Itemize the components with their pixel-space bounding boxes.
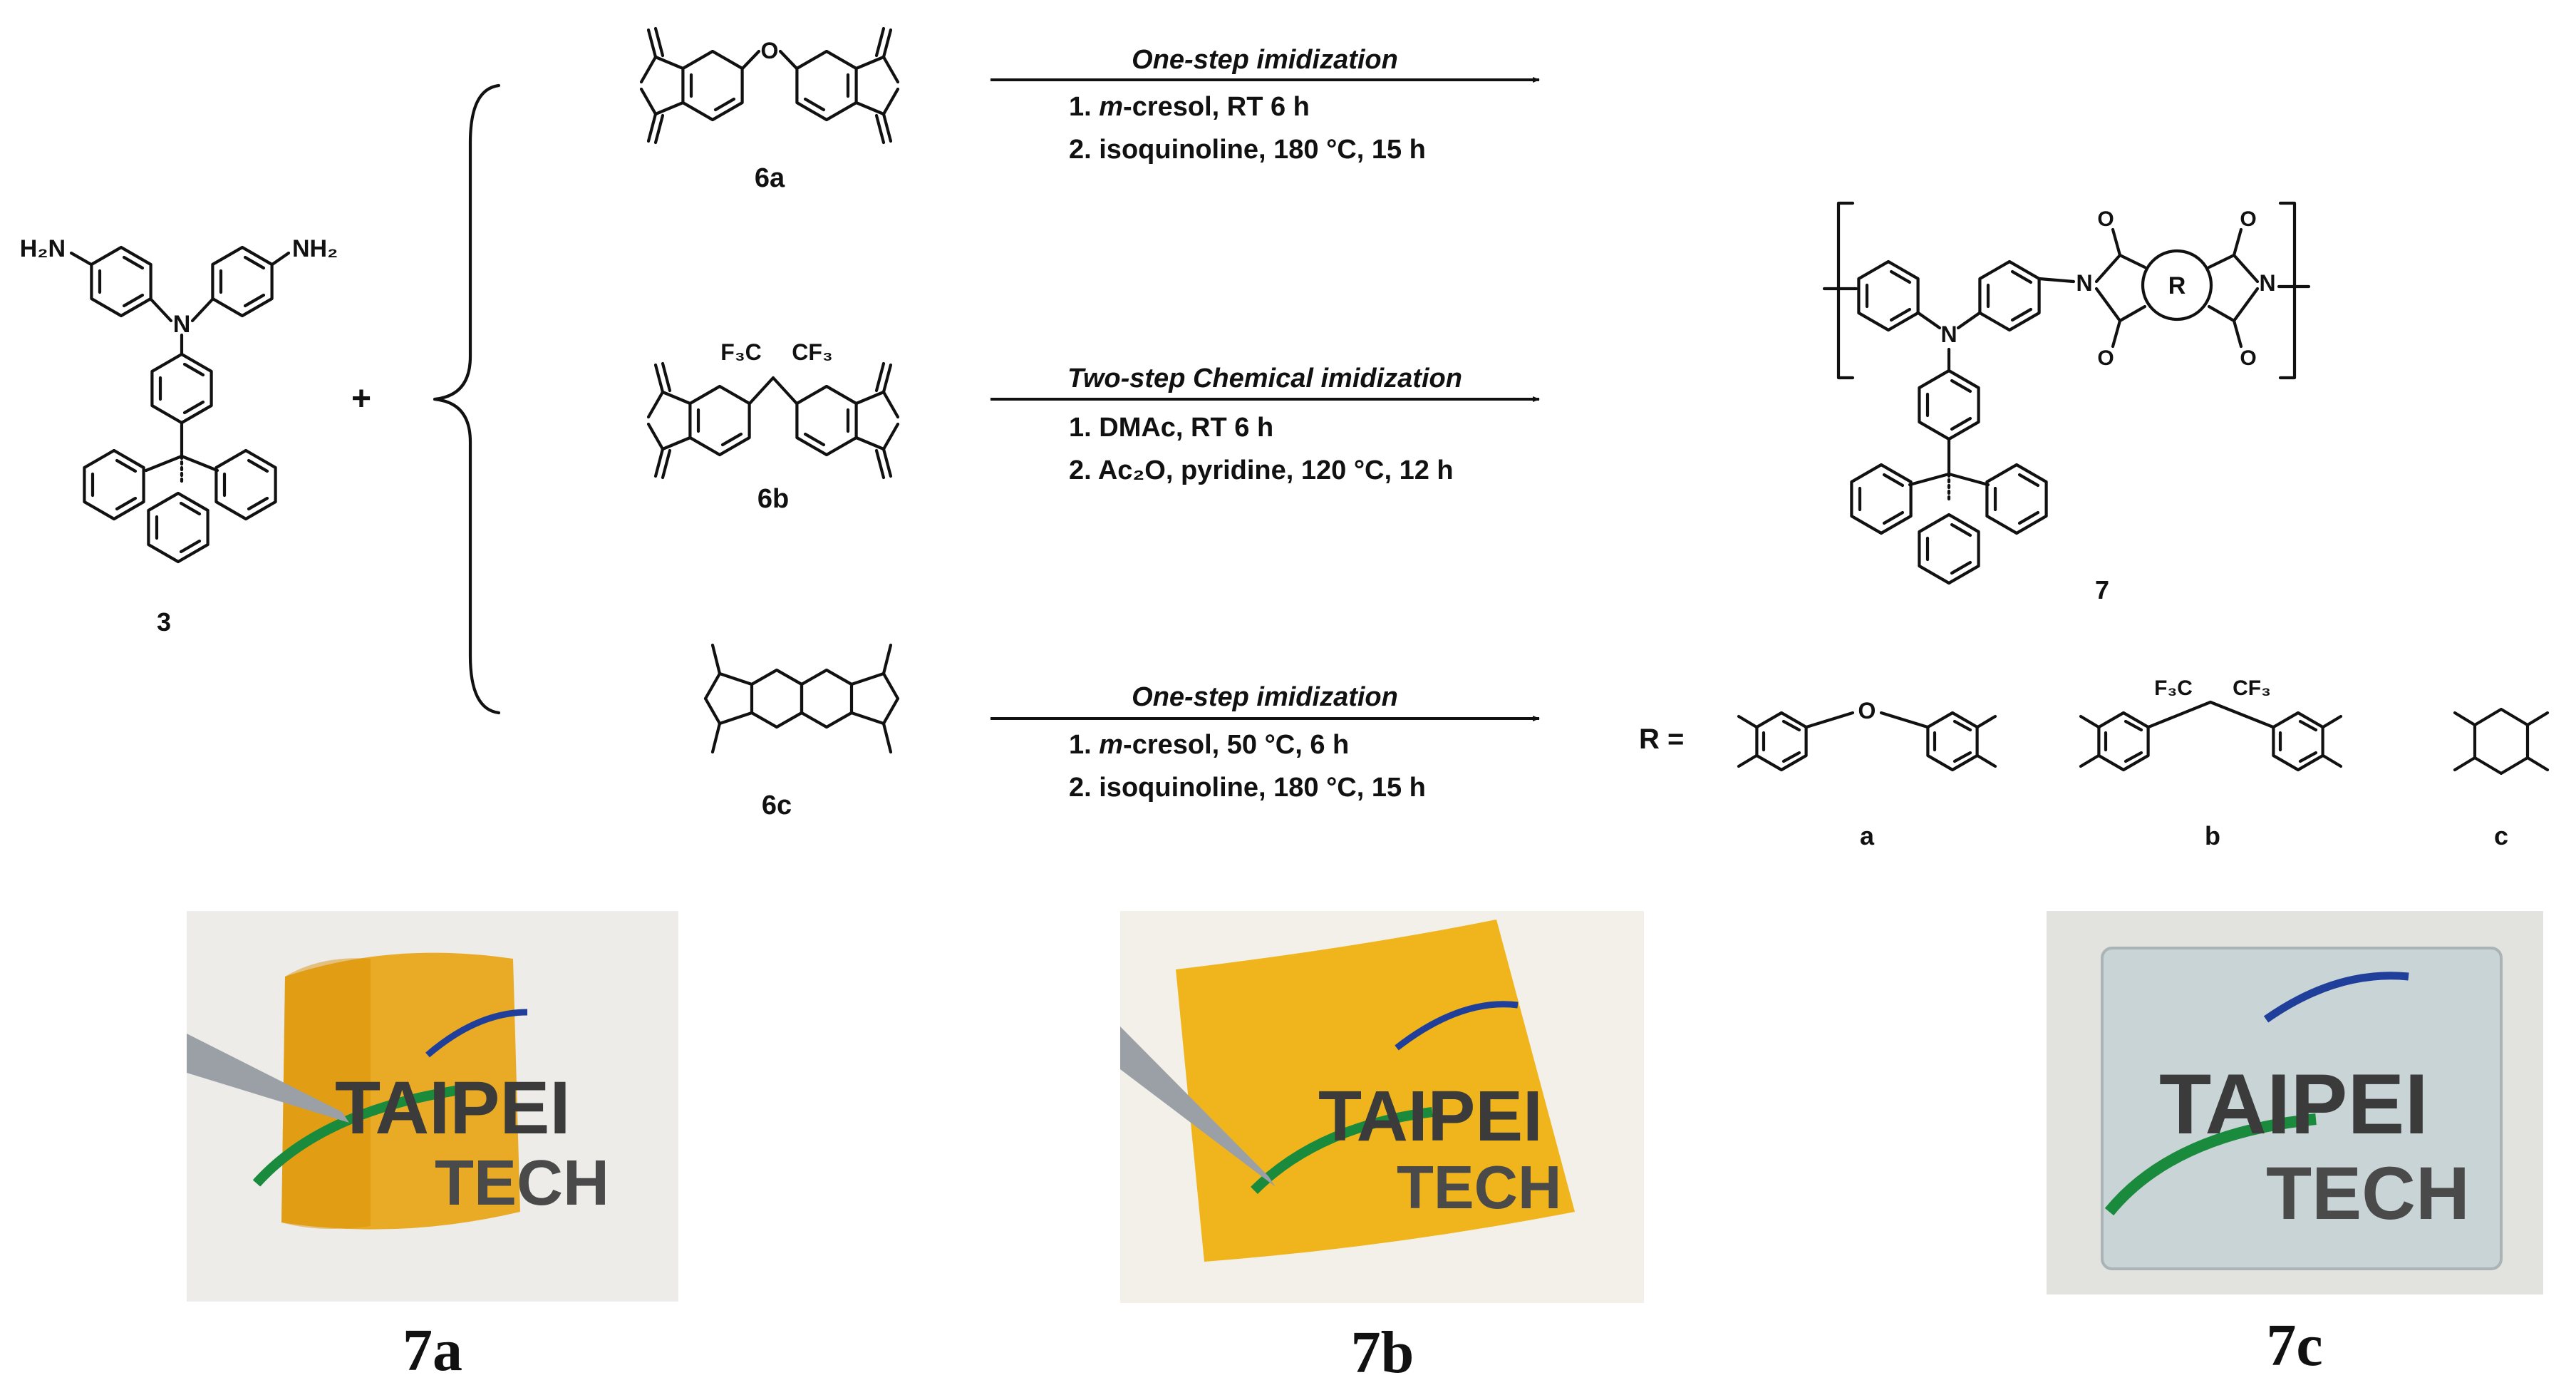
r-c-cyclohexane bbox=[2473, 707, 2530, 776]
r-label-b: b bbox=[2205, 821, 2220, 850]
dianhydride-6a: O 6a bbox=[641, 29, 898, 193]
tweezers-7a bbox=[187, 1034, 349, 1123]
dianhydride-6c: 6c bbox=[703, 643, 900, 820]
product-nitrogen: N bbox=[1940, 321, 1957, 347]
reaction-c: One-step imidization 1. m-cresol, 50 °C,… bbox=[990, 682, 1540, 803]
reaction-c-step1: 1. m-cresol, 50 °C, 6 h bbox=[1069, 730, 1349, 760]
logo-swoosh-green-7c bbox=[2104, 1113, 2317, 1216]
logo-text-tech-7a: TECH bbox=[435, 1148, 609, 1219]
r-label-c: c bbox=[2494, 821, 2508, 850]
reaction-c-title: One-step imidization bbox=[1132, 682, 1398, 712]
caption-7c: 7c bbox=[2266, 1312, 2322, 1379]
monomer-3: N H₂N NH₂ 3 bbox=[20, 235, 338, 637]
logo-swoosh-blue-7c bbox=[2263, 972, 2409, 1023]
monomer-label: 3 bbox=[157, 607, 171, 637]
logo-swoosh-blue-7b bbox=[1395, 1001, 1519, 1051]
trityl-phenyl-left bbox=[84, 451, 143, 519]
product-trityl-left bbox=[1851, 465, 1910, 533]
curly-brace bbox=[433, 83, 501, 715]
product-label: 7 bbox=[2095, 575, 2109, 604]
product-phenyl-left bbox=[1858, 262, 1918, 330]
cf3-left: F₃C bbox=[720, 339, 761, 365]
carbonyl-o-1: O bbox=[2097, 207, 2114, 231]
tweezers-7b bbox=[1120, 1026, 1276, 1187]
logo-swoosh-green-7a bbox=[252, 1086, 457, 1187]
r-group-label: R bbox=[2168, 272, 2186, 299]
r-b-ring-right bbox=[2273, 713, 2322, 770]
photo-7a: TAIPEI TECH bbox=[187, 911, 678, 1302]
film-7a bbox=[281, 952, 520, 1230]
reaction-b-step2: 2. Ac₂O, pyridine, 120 °C, 12 h bbox=[1069, 455, 1454, 485]
imide-nitrogen-left: N bbox=[2076, 270, 2092, 296]
amine-right: NH₂ bbox=[292, 235, 338, 262]
reaction-c-step2: 2. isoquinoline, 180 °C, 15 h bbox=[1069, 773, 1426, 803]
reaction-a: One-step imidization 1. m-cresol, RT 6 h… bbox=[990, 45, 1540, 165]
dianhydride-6b: F₃C CF₃ 6b bbox=[648, 339, 898, 514]
r-a-ring-left bbox=[1757, 713, 1806, 770]
r-a-ring-right bbox=[1928, 713, 1977, 770]
r-b-ring-left bbox=[2099, 713, 2148, 770]
photo-7c: TAIPEI TECH bbox=[2047, 911, 2543, 1294]
product-phenyl-right bbox=[1980, 262, 2039, 330]
polyimide-7: N N O O R O O N 7 bbox=[1822, 201, 2311, 604]
nitrogen-atom: N bbox=[173, 311, 191, 338]
label-6c: 6c bbox=[762, 791, 792, 820]
cf3-right: CF₃ bbox=[792, 339, 832, 365]
imide-nitrogen-right: N bbox=[2259, 270, 2275, 296]
product-phenyl-center bbox=[1919, 371, 1978, 439]
benzene-ring-left bbox=[91, 247, 150, 316]
caption-7a: 7a bbox=[403, 1317, 462, 1384]
photo-7b: TAIPEI TECH bbox=[1120, 911, 1644, 1303]
label-6b: 6b bbox=[757, 484, 789, 514]
r-group-circle bbox=[2141, 249, 2213, 321]
logo-text-taipei-7b: TAIPEI bbox=[1318, 1076, 1543, 1156]
r-b-cf3-right: CF₃ bbox=[2233, 676, 2271, 700]
reaction-a-step2: 2. isoquinoline, 180 °C, 15 h bbox=[1069, 135, 1426, 165]
logo-swoosh-green-7b bbox=[1251, 1107, 1433, 1194]
r-definition: R = O a F₃C CF₃ b c bbox=[1639, 676, 2550, 850]
reaction-b-title: Two-step Chemical imidization bbox=[1067, 364, 1462, 393]
logo-text-taipei-7a: TAIPEI bbox=[335, 1066, 571, 1150]
logo-swoosh-blue-7a bbox=[425, 1009, 528, 1058]
film-7c bbox=[2101, 947, 2503, 1270]
trityl-phenyl-bottom bbox=[148, 493, 207, 562]
reaction-a-title: One-step imidization bbox=[1132, 45, 1398, 75]
product-trityl-bottom bbox=[1919, 515, 1978, 583]
logo-text-tech-7b: TECH bbox=[1397, 1154, 1561, 1222]
carbonyl-o-4: O bbox=[2240, 346, 2256, 370]
carbonyl-o-2: O bbox=[2097, 346, 2114, 370]
r-a-oxygen: O bbox=[1858, 698, 1876, 724]
r-equals: R = bbox=[1639, 724, 1684, 755]
carbonyl-o-3: O bbox=[2240, 207, 2256, 231]
r-b-cf3-left: F₃C bbox=[2154, 676, 2193, 700]
r-label-a: a bbox=[1860, 821, 1875, 850]
benzene-ring-center bbox=[152, 354, 211, 423]
caption-7b: 7b bbox=[1351, 1319, 1414, 1386]
benzene-ring-right bbox=[212, 247, 271, 316]
ether-oxygen: O bbox=[761, 38, 779, 63]
reaction-b-step1: 1. DMAc, RT 6 h bbox=[1069, 413, 1273, 443]
reaction-b: Two-step Chemical imidization 1. DMAc, R… bbox=[990, 364, 1540, 485]
reaction-a-step1: 1. m-cresol, RT 6 h bbox=[1069, 92, 1310, 122]
label-6a: 6a bbox=[755, 163, 785, 193]
plus-sign: + bbox=[351, 380, 371, 418]
amine-left: H₂N bbox=[20, 235, 66, 262]
product-trityl-right bbox=[1987, 465, 2046, 533]
trityl-phenyl-right bbox=[216, 451, 275, 519]
logo-text-tech-7c: TECH bbox=[2266, 1152, 2470, 1235]
logo-text-taipei-7c: TAIPEI bbox=[2159, 1056, 2428, 1152]
